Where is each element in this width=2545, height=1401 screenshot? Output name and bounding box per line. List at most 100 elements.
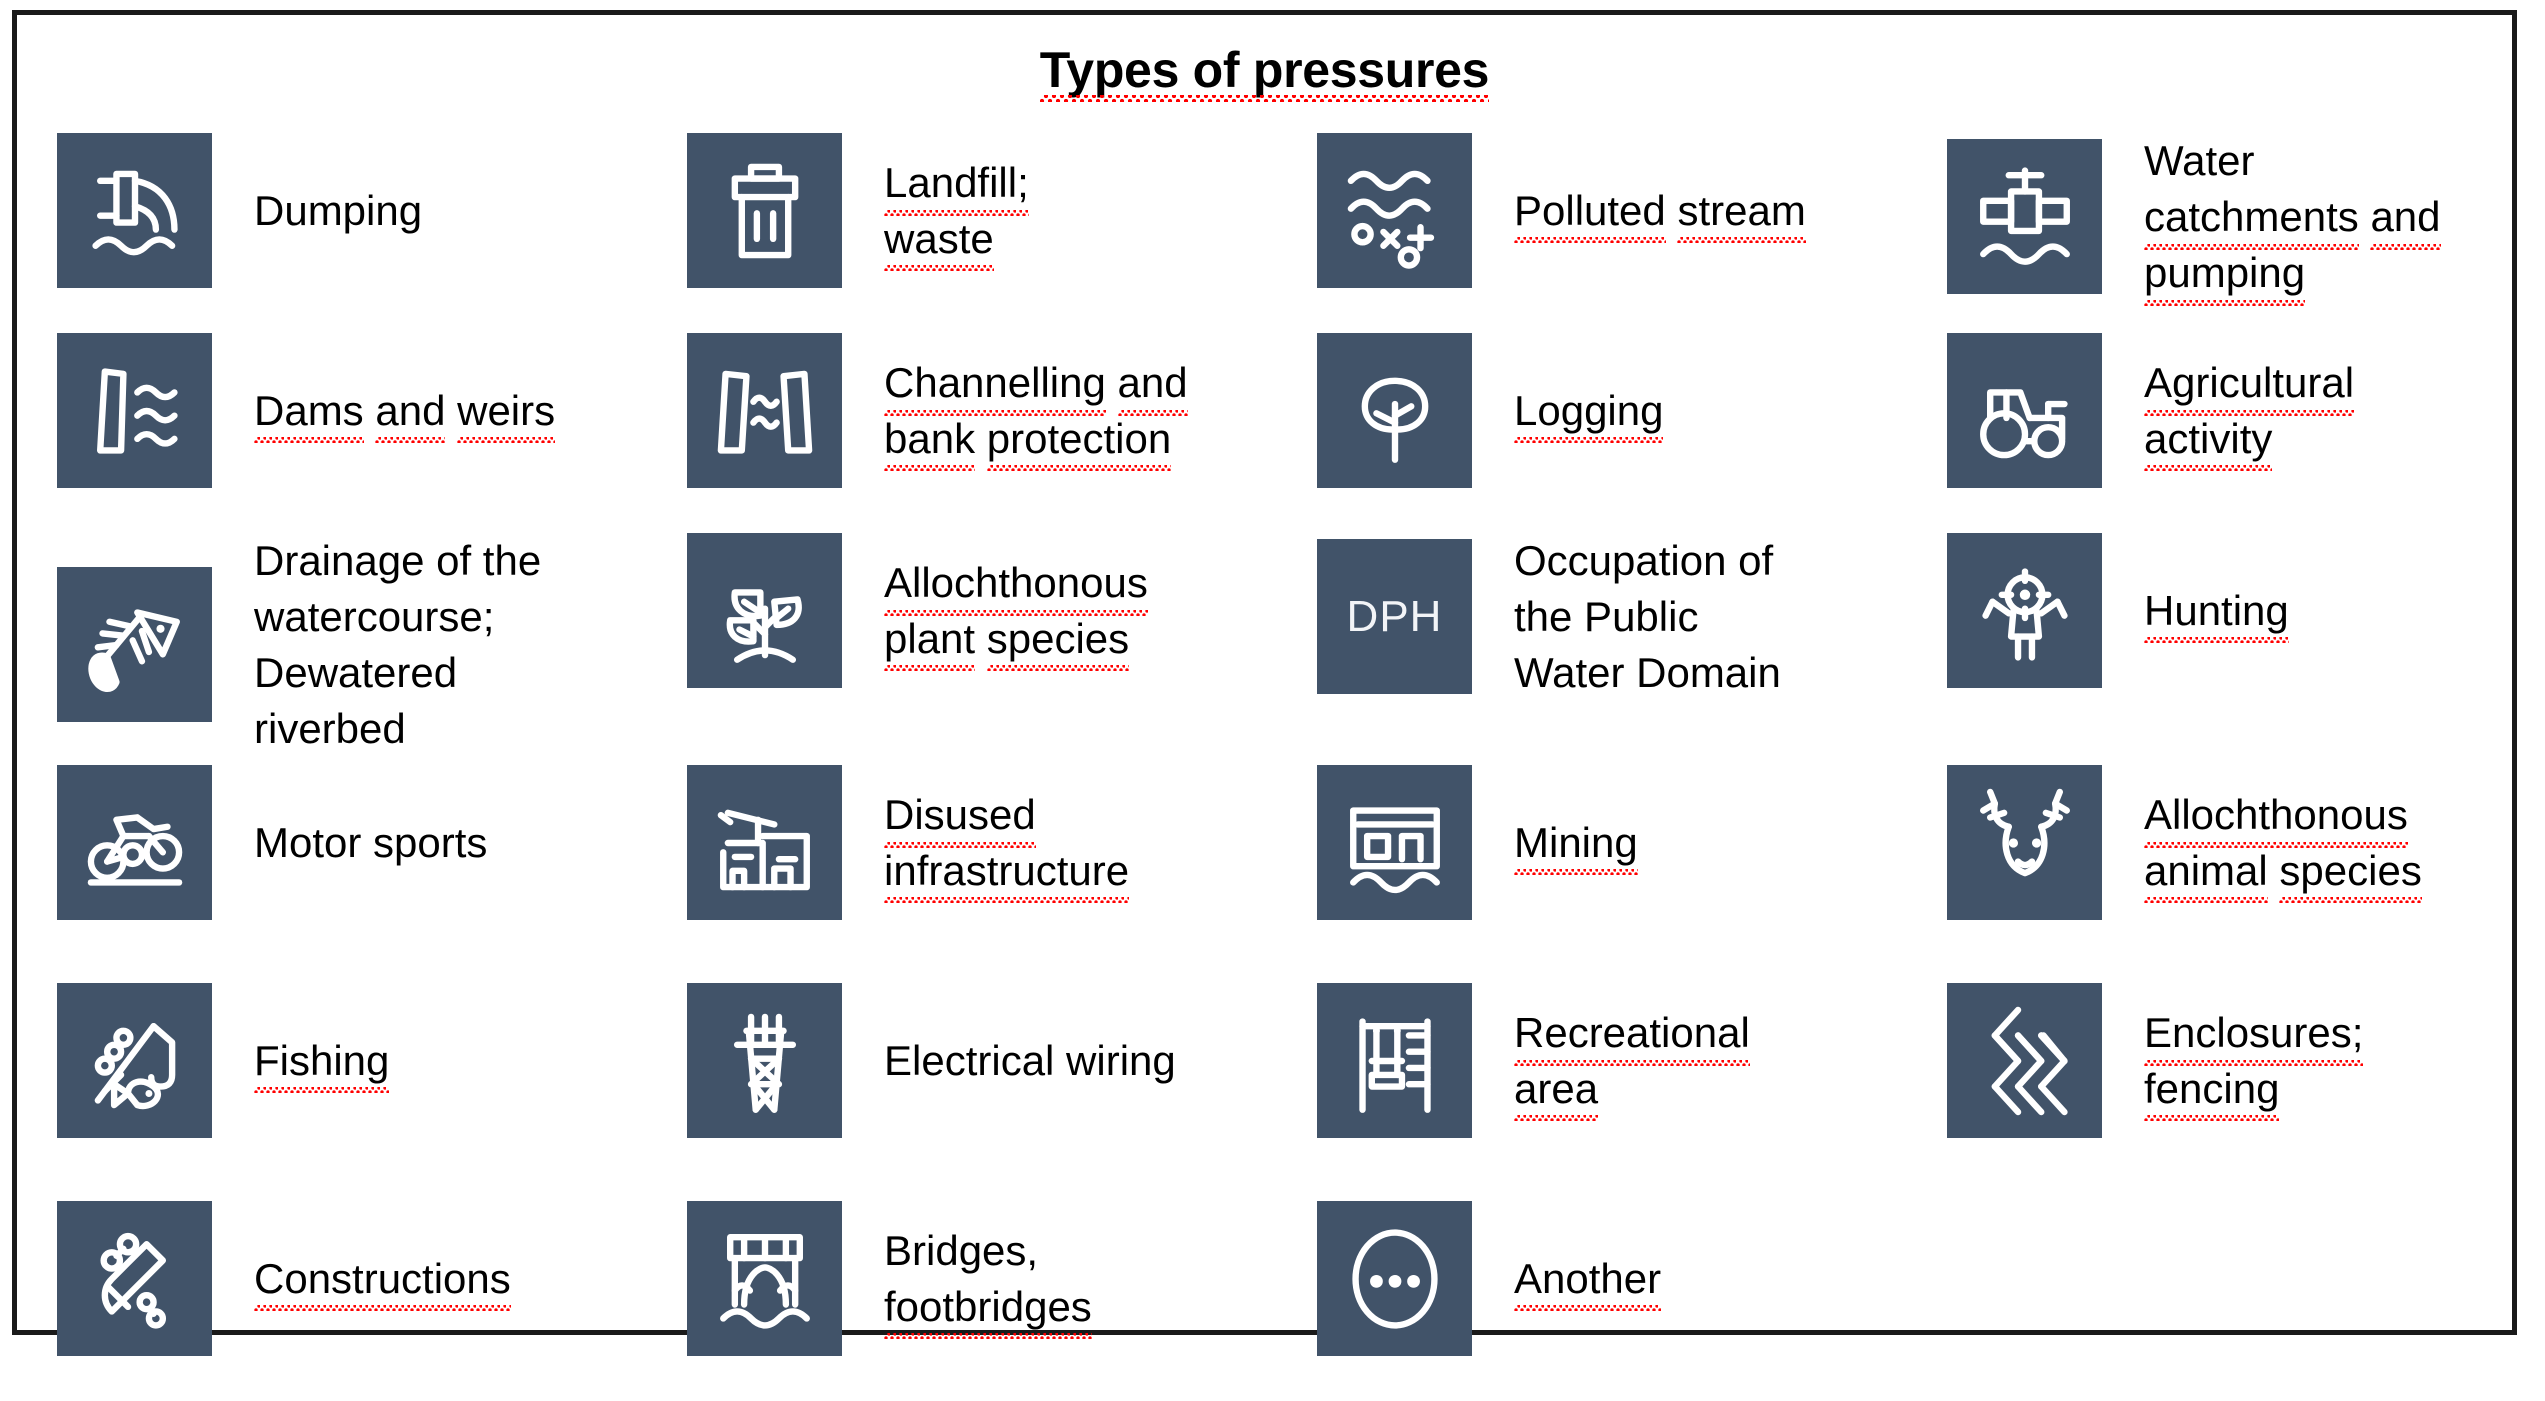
spellcheck-word: Agricultural bbox=[2144, 355, 2355, 416]
pressure-label-line: footbridges bbox=[884, 1279, 1092, 1340]
fishing-rod-icon[interactable] bbox=[57, 983, 212, 1138]
water-valve-pump-icon[interactable] bbox=[1947, 139, 2102, 295]
pressure-label-line: Constructions bbox=[254, 1251, 511, 1312]
motorcycle-icon[interactable] bbox=[57, 765, 212, 920]
ellipsis-circle-icon[interactable] bbox=[1317, 1201, 1472, 1356]
label-word: Water Domain bbox=[1514, 648, 1781, 696]
pressures-panel: Types of pressures Dumping Landfill;waste… bbox=[12, 10, 2517, 1356]
pressure-label-line: Recreational bbox=[1514, 1005, 1750, 1066]
tractor-icon-glyph bbox=[1979, 388, 2068, 458]
playground-icon[interactable] bbox=[1317, 983, 1472, 1138]
plant-leaves-icon[interactable] bbox=[687, 533, 842, 688]
pressure-label-line: the Public bbox=[1514, 589, 1781, 645]
tractor-icon[interactable] bbox=[1947, 333, 2102, 488]
pressure-item: Motor sports bbox=[57, 765, 687, 920]
spellcheck-word: catchments bbox=[2144, 189, 2359, 250]
spellcheck-word: and bbox=[375, 383, 446, 444]
pressure-label-line: Disused bbox=[884, 787, 1129, 848]
bridge-icon-glyph bbox=[719, 1233, 810, 1329]
electric-pylon-icon-glyph bbox=[733, 1013, 796, 1113]
pressure-label: Landfill;waste bbox=[884, 155, 1029, 272]
bridge-icon[interactable] bbox=[687, 1201, 842, 1356]
page-title: Types of pressures bbox=[1039, 41, 1490, 102]
construction-tools-icon[interactable] bbox=[57, 1201, 212, 1356]
fence-mesh-icon[interactable] bbox=[1947, 983, 2102, 1138]
pressure-row: Dumping Landfill;waste Polluted stream Wate… bbox=[57, 133, 2477, 333]
pressure-label: Hunting bbox=[2144, 583, 2289, 644]
pressure-label: Polluted stream bbox=[1514, 183, 1807, 244]
spellcheck-word: Disused bbox=[884, 787, 1036, 848]
deer-head-icon-glyph bbox=[1979, 788, 2070, 876]
playground-icon-glyph bbox=[1358, 1017, 1431, 1113]
pressure-label-line: Allochthonous bbox=[884, 555, 1148, 616]
dph-text-icon[interactable]: DPH bbox=[1317, 539, 1472, 695]
pressure-label: Fishing bbox=[254, 1033, 390, 1094]
disused-building-crane-icon[interactable] bbox=[687, 765, 842, 920]
trash-bin-icon[interactable] bbox=[687, 133, 842, 288]
pressure-item: Dumping bbox=[57, 133, 687, 288]
pressure-item: Landfill;waste bbox=[687, 133, 1317, 288]
construction-tools-icon-glyph bbox=[99, 1232, 166, 1329]
hunting-target-icon[interactable] bbox=[1947, 533, 2102, 688]
spellcheck-word: animal bbox=[2144, 843, 2268, 904]
mining-icon-glyph bbox=[1349, 806, 1440, 893]
pressure-label: Bridges,footbridges bbox=[884, 1223, 1092, 1340]
spellcheck-word: Enclosures; bbox=[2144, 1005, 2364, 1066]
spellcheck-word: area bbox=[1514, 1061, 1599, 1122]
pressure-label-line: area bbox=[1514, 1061, 1750, 1122]
channel-banks-icon[interactable] bbox=[687, 333, 842, 488]
pressure-label-line: Logging bbox=[1514, 383, 1664, 444]
spellcheck-word: species bbox=[2279, 843, 2423, 904]
pressure-label-line: Drainage of the bbox=[254, 533, 541, 589]
deer-head-icon[interactable] bbox=[1947, 765, 2102, 920]
spellcheck-word: Allochthonous bbox=[884, 555, 1148, 616]
pressure-label-line: Fishing bbox=[254, 1033, 390, 1094]
pressure-label-line: Occupation of bbox=[1514, 533, 1781, 589]
polluted-water-icon[interactable] bbox=[1317, 133, 1472, 288]
spellcheck-word: fencing bbox=[2144, 1061, 2280, 1122]
label-word: Electrical wiring bbox=[884, 1036, 1176, 1084]
dam-weir-icon[interactable] bbox=[57, 333, 212, 488]
plant-leaves-icon-glyph bbox=[726, 588, 802, 663]
pressure-item: Dams and weirs bbox=[57, 333, 687, 488]
spellcheck-word: Fishing bbox=[254, 1033, 390, 1094]
tree-icon[interactable] bbox=[1317, 333, 1472, 488]
pressure-label: Electrical wiring bbox=[884, 1033, 1176, 1089]
channel-banks-icon-glyph bbox=[717, 370, 812, 454]
pressure-label-line: bank protection bbox=[884, 411, 1188, 472]
electric-pylon-icon[interactable] bbox=[687, 983, 842, 1138]
pipe-discharge-icon[interactable] bbox=[57, 133, 212, 288]
pressure-label-line: Polluted stream bbox=[1514, 183, 1807, 244]
pressure-label-line: Another bbox=[1514, 1251, 1662, 1312]
pressure-label-line: Water bbox=[2144, 133, 2441, 189]
pressure-label: Dams and weirs bbox=[254, 383, 556, 444]
pressure-label-line: Agricultural bbox=[2144, 355, 2355, 416]
fish-skeleton-icon[interactable] bbox=[57, 567, 212, 723]
pressure-label-line: Water Domain bbox=[1514, 645, 1781, 701]
fish-skeleton-icon-glyph bbox=[87, 609, 180, 692]
pressure-label-line: riverbed bbox=[254, 701, 541, 757]
pressure-label-line: pumping bbox=[2144, 245, 2441, 306]
spellcheck-word: stream bbox=[1677, 183, 1807, 244]
mining-icon[interactable] bbox=[1317, 765, 1472, 920]
pressure-label-line: Dams and weirs bbox=[254, 383, 556, 444]
label-word: watercourse; bbox=[254, 592, 495, 640]
pressure-label-line: plant species bbox=[884, 611, 1148, 672]
label-word: Dumping bbox=[254, 186, 423, 234]
pressure-label-line: Dewatered bbox=[254, 645, 541, 701]
dph-icon-text: DPH bbox=[1346, 591, 1443, 641]
